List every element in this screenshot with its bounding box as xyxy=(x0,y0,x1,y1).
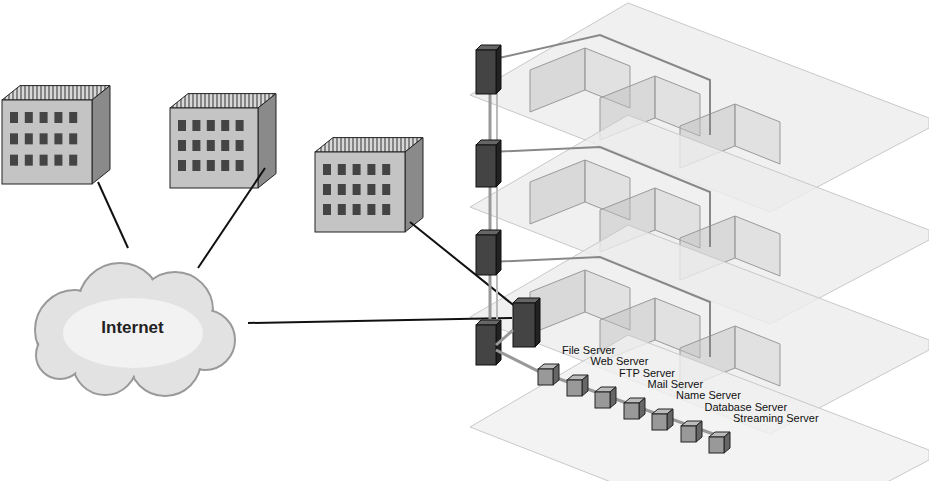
server-icon xyxy=(595,386,619,410)
server-node: Name Server xyxy=(652,408,674,430)
floor-cable xyxy=(490,147,710,247)
router xyxy=(513,298,540,347)
cubicle-wall xyxy=(735,216,780,276)
server-label: Mail Server xyxy=(648,378,704,391)
floor-cable xyxy=(490,35,710,135)
server-icon xyxy=(709,431,733,455)
server-icon xyxy=(624,397,648,421)
server-label: FTP Server xyxy=(619,367,675,380)
floor-plane xyxy=(470,335,929,481)
backbone xyxy=(496,60,498,345)
server-node: FTP Server xyxy=(595,386,617,408)
backbone xyxy=(489,60,492,345)
server-icon xyxy=(567,374,591,398)
server-node: Streaming Server xyxy=(709,431,731,453)
cloud-label: Internet xyxy=(101,318,163,338)
switches xyxy=(476,45,730,440)
server-label: Database Server xyxy=(705,401,788,414)
server-icon xyxy=(681,420,705,444)
server-label: Web Server xyxy=(591,355,649,368)
cubicle-wall xyxy=(530,160,585,224)
server-node: Web Server xyxy=(567,374,589,396)
server-icon xyxy=(652,408,676,432)
cubicle-wall xyxy=(735,326,780,386)
server-icon xyxy=(538,363,562,387)
server-node: Database Server xyxy=(681,420,703,442)
office-floors xyxy=(470,3,929,481)
building xyxy=(2,86,110,184)
server-node: Mail Server xyxy=(624,397,646,419)
switch xyxy=(476,45,501,94)
cloud-node: Internet xyxy=(25,255,240,400)
server-label: Streaming Server xyxy=(733,412,819,425)
floor-cable xyxy=(490,257,710,357)
cubicle-wall xyxy=(530,48,585,112)
server-label: Name Server xyxy=(676,389,741,402)
server-label: File Server xyxy=(562,344,615,357)
switch xyxy=(476,230,501,275)
switch xyxy=(476,140,501,187)
cubicle-wall xyxy=(735,104,780,164)
remote-buildings xyxy=(2,86,423,232)
server-node: File Server xyxy=(538,363,560,385)
building xyxy=(315,138,423,232)
